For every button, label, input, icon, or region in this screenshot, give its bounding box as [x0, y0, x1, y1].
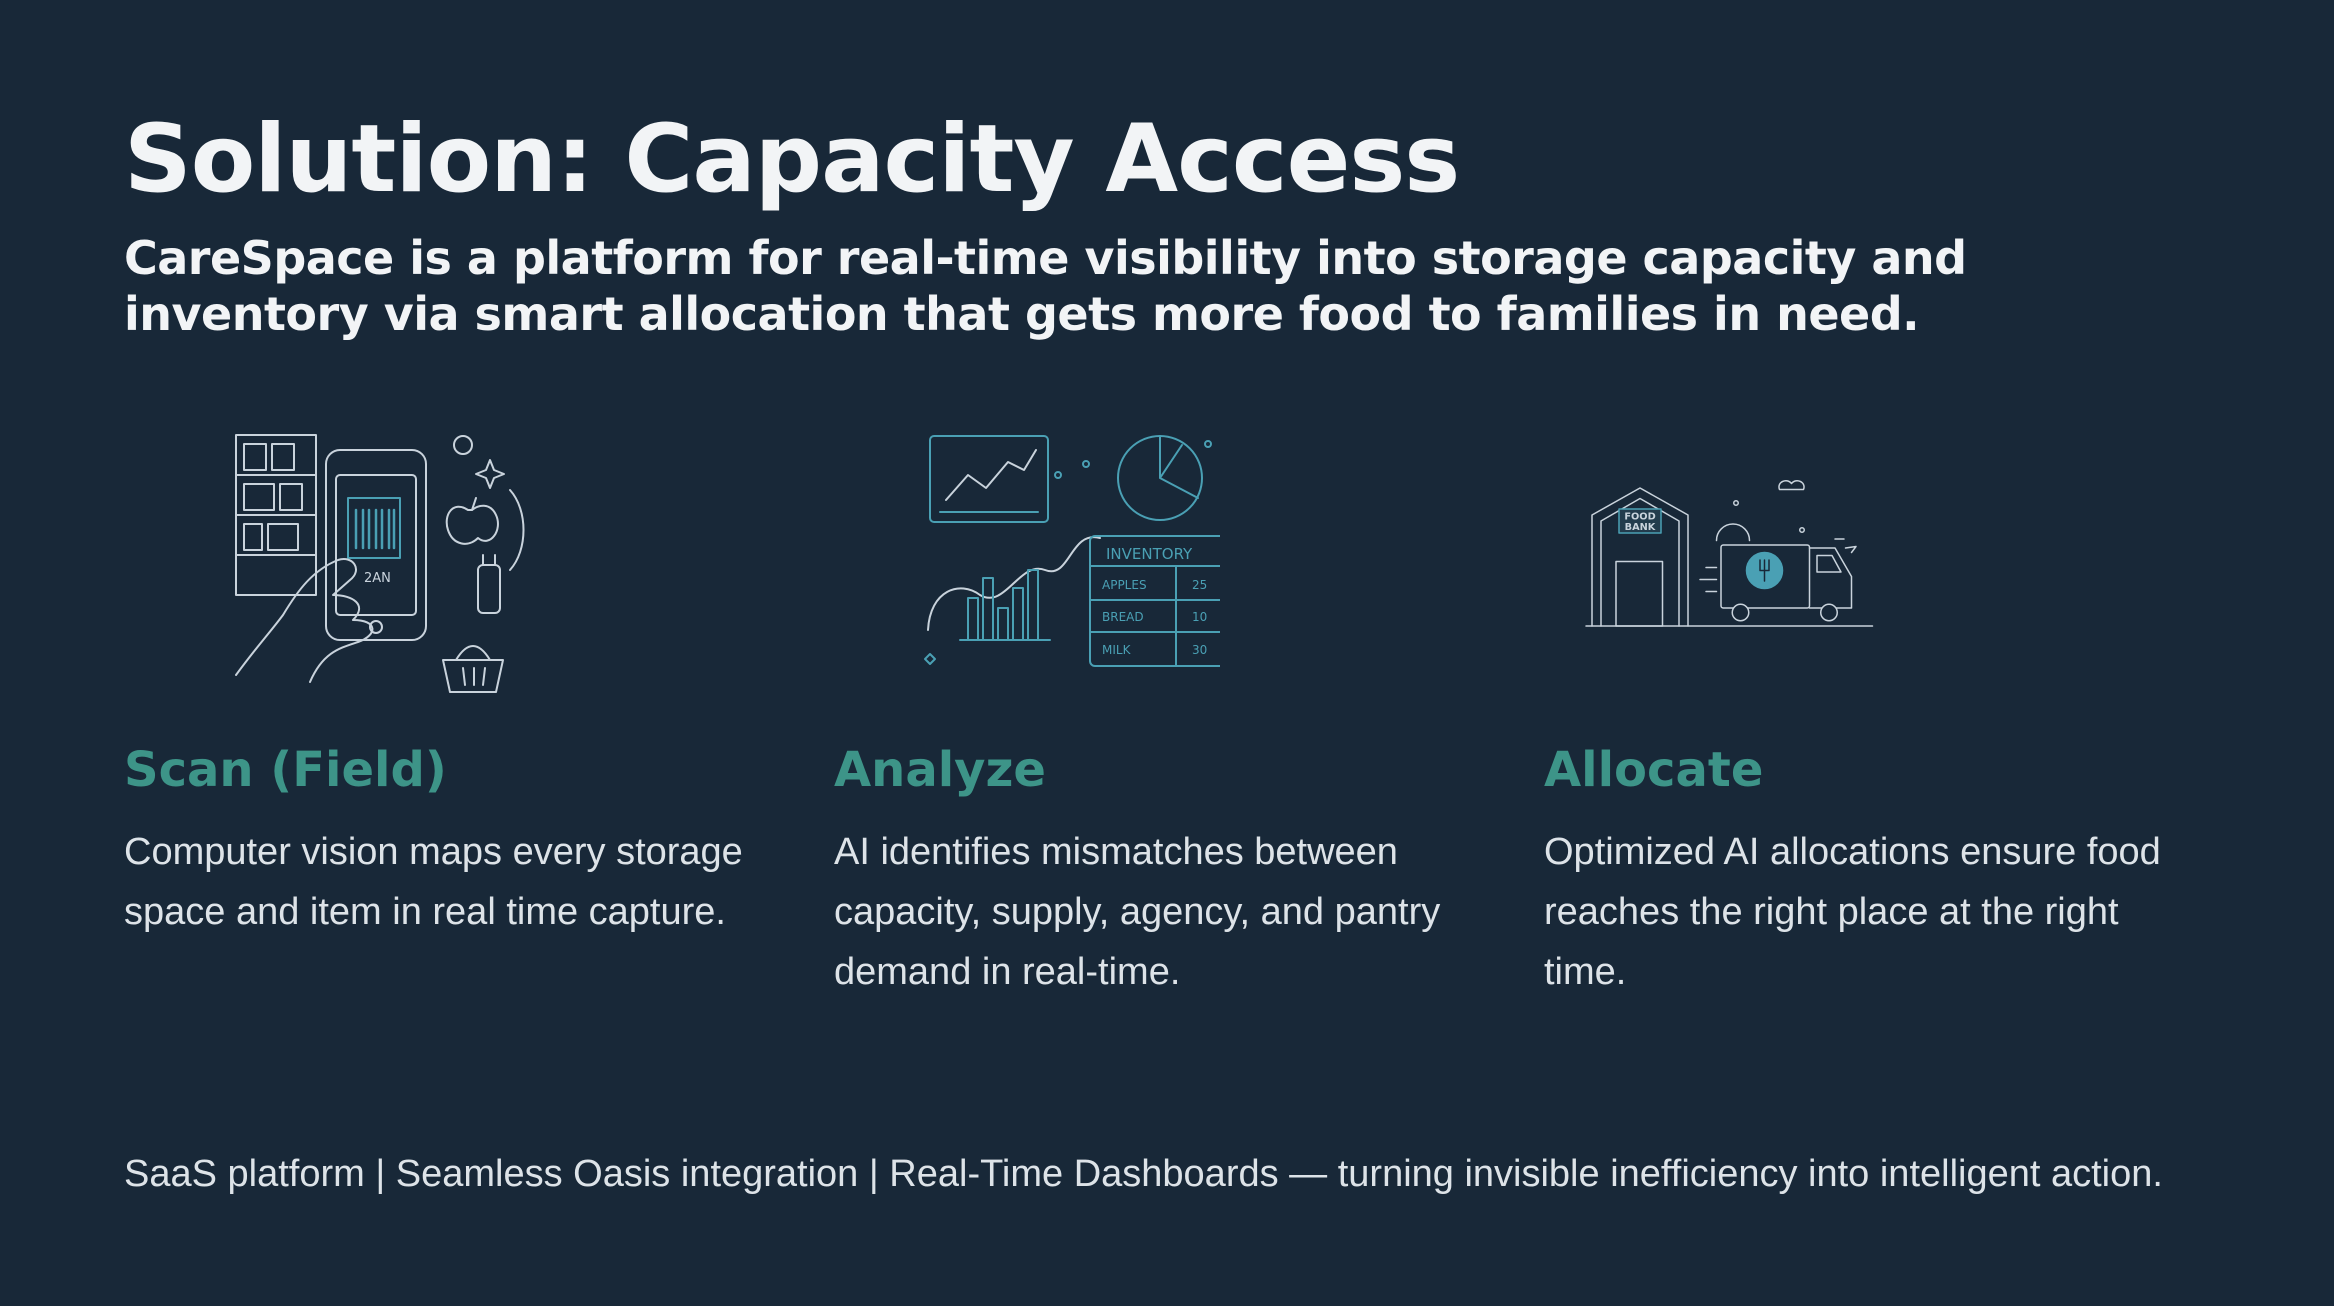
inventory-qty: 10: [1192, 610, 1207, 624]
groceries-icon: [442, 435, 525, 693]
phone-screen-label: 2AN: [364, 571, 391, 586]
phone-scan-illustration: 2AN: [235, 434, 525, 693]
food-bank-truck-illustration: FOOD BANK: [1585, 480, 1874, 627]
bar-chart-icon: [959, 569, 1051, 641]
inventory-item: BREAD: [1102, 610, 1144, 624]
slide-subtitle: CareSpace is a platform for real-time vi…: [124, 231, 1967, 341]
allocate-description: Optimized AI allocations ensure food rea…: [1544, 831, 2161, 993]
inventory-header: INVENTORY: [1106, 545, 1193, 563]
slide-footer: SaaS platform | Seamless Oasis integrati…: [124, 1153, 2163, 1195]
food-bank-sign-line2: BANK: [1625, 522, 1656, 533]
shelf-icon: [235, 434, 317, 596]
inventory-item: MILK: [1102, 643, 1132, 657]
warehouse-icon: [1591, 487, 1689, 627]
inventory-qty: 25: [1192, 578, 1207, 592]
scan-description: Computer vision maps every storage space…: [124, 831, 743, 933]
phone-icon: [325, 449, 427, 641]
pie-chart-icon: [1117, 435, 1203, 521]
line-chart-icon: [929, 435, 1049, 523]
delivery-truck-icon: [1699, 538, 1857, 622]
inventory-qty: 30: [1192, 643, 1207, 657]
inventory-table-icon: [1089, 535, 1220, 667]
hand-icon: [235, 558, 374, 683]
inventory-item: APPLES: [1102, 578, 1147, 592]
allocate-title: Allocate: [1544, 742, 1764, 798]
analytics-illustration: INVENTORY APPLES 25 BREAD 10 MILK 30: [924, 435, 1220, 667]
slide-title: Solution: Capacity Access: [124, 105, 1460, 214]
cloud-icon: [1778, 480, 1805, 491]
scan-title: Scan (Field): [124, 742, 447, 798]
food-bank-sign-line1: FOOD: [1624, 512, 1655, 523]
analyze-title: Analyze: [834, 742, 1046, 798]
analyze-description: AI identifies mismatches between capacit…: [834, 831, 1441, 993]
